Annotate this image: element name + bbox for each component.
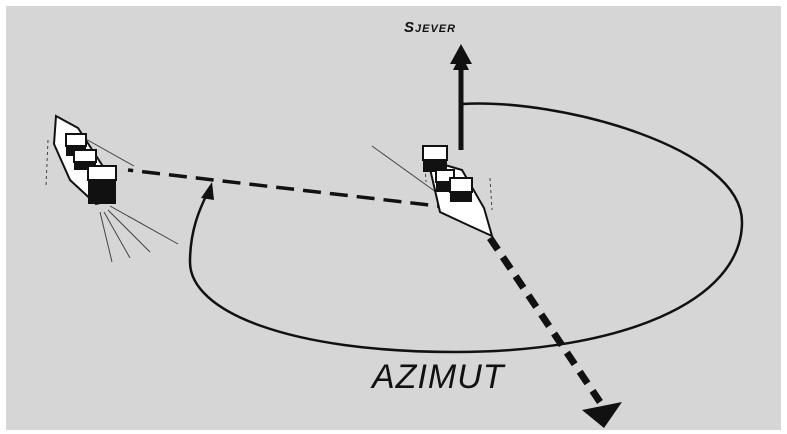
diagram-background [6, 6, 781, 430]
north-arrow-head [450, 44, 472, 64]
north-label: Sjever [404, 19, 456, 36]
course-arrowhead [582, 402, 622, 428]
circle-arrowhead [201, 182, 214, 200]
target-ship [45, 114, 179, 263]
own-ship [371, 145, 494, 238]
course-dashed-arrow [487, 236, 603, 404]
azimuth-circle [188, 102, 744, 354]
bearing-dashed-line [127, 168, 456, 210]
azimuth-label: AZIMUT [370, 358, 506, 396]
